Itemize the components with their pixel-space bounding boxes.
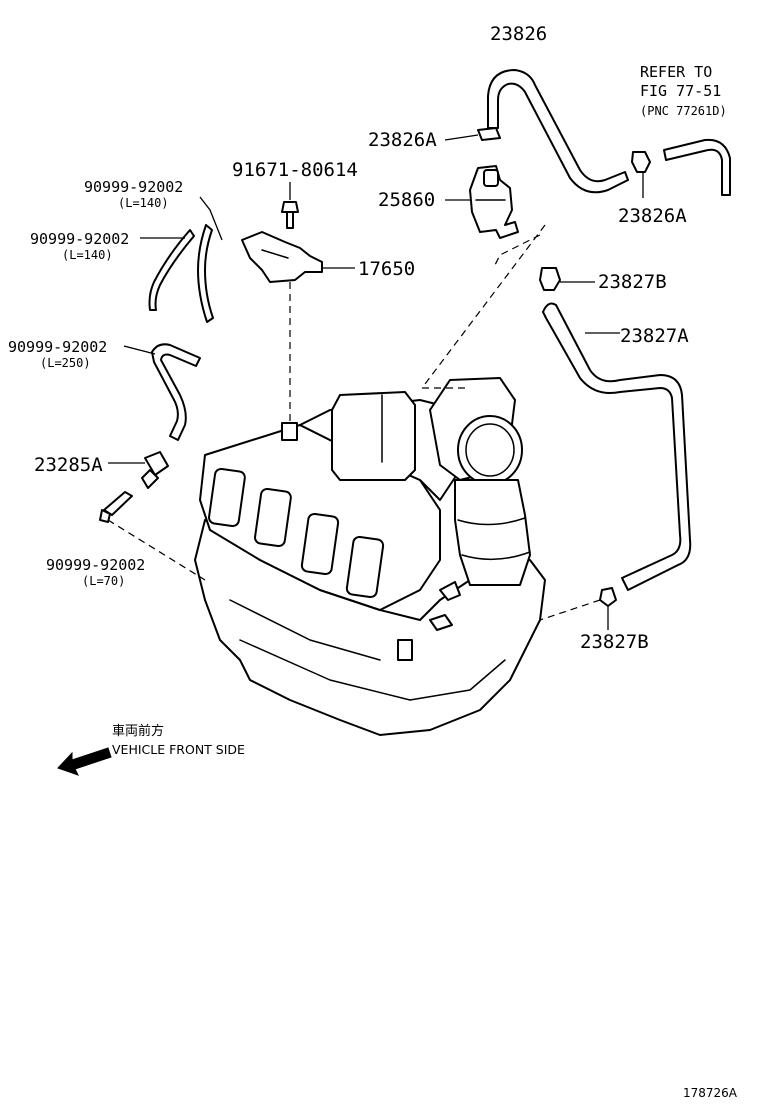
direction-english: VEHICLE FRONT SIDE — [112, 742, 245, 757]
hose-l140-b — [140, 229, 195, 311]
hose2-length: (L=140) — [62, 248, 113, 262]
label-23827a: 23827A — [620, 325, 689, 347]
figure-id: 178726A — [683, 1086, 738, 1100]
label-17650: 17650 — [358, 258, 415, 280]
hose4-part-number: 90999-92002 — [46, 556, 145, 574]
refer-line-1: REFER TO — [640, 63, 712, 81]
label-23827b-top: 23827B — [598, 271, 667, 293]
label-25860: 25860 — [378, 189, 435, 211]
refer-line-3: (PNC 77261D) — [640, 104, 727, 118]
hose-l250 — [123, 343, 201, 441]
label-23826a-top: 23826A — [368, 129, 437, 151]
hose2-part-number: 90999-92002 — [30, 230, 129, 248]
hose-l70 — [99, 491, 133, 523]
sensor-17650 — [241, 231, 355, 283]
pipe-77261d — [663, 138, 731, 196]
clamp-23827b-bottom — [599, 587, 617, 630]
hose-23826 — [487, 69, 629, 194]
clamp-23827b-top — [539, 267, 595, 291]
engine-block — [194, 377, 546, 736]
direction-japanese: 車両前方 — [112, 723, 164, 739]
label-91671: 91671-80614 — [232, 159, 358, 181]
label-23285a: 23285A — [34, 454, 103, 476]
hose-23827a — [542, 302, 692, 591]
hose3-part-number: 90999-92002 — [8, 338, 107, 356]
arrow-left-down-icon — [57, 747, 112, 776]
dashed-connections — [107, 224, 601, 621]
clamp-23826a-right — [631, 151, 651, 198]
hose4-length: (L=70) — [82, 574, 125, 588]
check-valve-23285a — [108, 451, 169, 489]
label-23827b-bottom: 23827B — [580, 631, 649, 653]
hose1-part-number: 90999-92002 — [84, 178, 183, 196]
refer-line-2: FIG 77-51 — [640, 82, 721, 100]
label-23826a-right: 23826A — [618, 205, 687, 227]
hose1-length: (L=140) — [118, 196, 169, 210]
hose3-length: (L=250) — [40, 356, 91, 370]
hose-l140-a — [197, 196, 223, 323]
vsv-25860 — [445, 165, 519, 239]
label-23826: 23826 — [490, 23, 547, 45]
clamp-23826a-top — [444, 127, 501, 141]
bolt-91671 — [281, 182, 299, 229]
